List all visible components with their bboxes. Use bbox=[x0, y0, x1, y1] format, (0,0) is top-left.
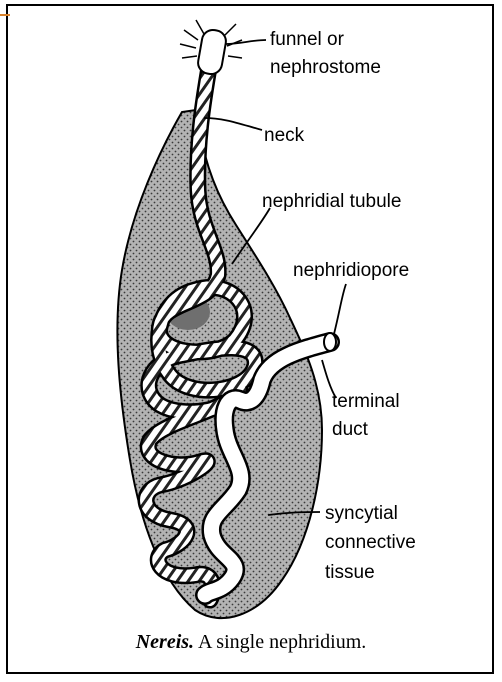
label-syncytial-line3: tissue bbox=[325, 562, 375, 583]
caption-genus: Nereis. bbox=[136, 631, 194, 653]
label-terminal-line2: duct bbox=[332, 419, 369, 440]
nephrostome-funnel bbox=[180, 20, 242, 76]
caption-text: A single nephridium. bbox=[198, 631, 366, 653]
leader-funnel bbox=[226, 40, 266, 44]
leader-neck bbox=[204, 118, 262, 130]
label-funnel-line2: nephrostome bbox=[270, 57, 381, 78]
label-funnel-line1: funnel or bbox=[270, 29, 345, 50]
label-terminal-line1: terminal bbox=[332, 391, 400, 412]
label-nephridiopore: nephridiopore bbox=[293, 260, 409, 281]
nephridiopore-opening bbox=[324, 333, 336, 351]
label-nephridial-tubule: nephridial tubule bbox=[262, 191, 401, 212]
leader-nephridiopore bbox=[334, 284, 346, 334]
label-syncytial-line2: connective bbox=[325, 532, 416, 553]
figure-caption: Nereis. A single nephridium. bbox=[0, 631, 502, 654]
label-neck: neck bbox=[264, 125, 305, 146]
label-syncytial-line1: syncytial bbox=[325, 503, 398, 524]
